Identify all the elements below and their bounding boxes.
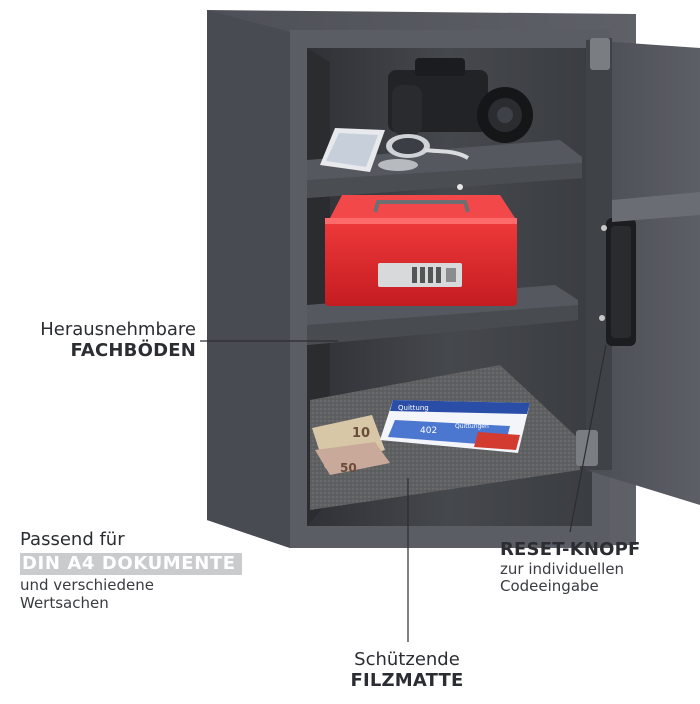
- label-shelves-line1: Herausnehmbare: [40, 319, 196, 340]
- banknote-value-top: 10: [352, 426, 370, 441]
- wristwatch: [378, 134, 470, 171]
- callout-line-reset: [569, 344, 607, 533]
- cash-box: [325, 195, 517, 306]
- label-din-highlight: DIN A4 DOKUMENTE: [20, 552, 242, 576]
- label-din-line4: Wertsachen: [20, 593, 109, 612]
- label-din-line1: Passend für: [20, 529, 125, 550]
- camera: [388, 58, 533, 143]
- banknotes: 10 50: [312, 415, 390, 475]
- label-din-a4: Passend für DIN A4 DOKUMENTE und verschi…: [20, 529, 242, 612]
- smartphone: [320, 128, 385, 172]
- label-removable-shelves: Herausnehmbare FACHBÖDEN: [14, 319, 196, 361]
- label-reset-line1: RESET-KNOPF: [500, 539, 641, 560]
- document-number: 402: [420, 426, 437, 436]
- safe-side: [207, 10, 290, 548]
- label-reset-button: RESET-KNOPF zur individuellen Codeeingab…: [500, 539, 641, 595]
- label-reset-line2: zur individuellen: [500, 559, 625, 578]
- label-reset-line3: Codeeingabe: [500, 576, 599, 595]
- door-hinge-top: [590, 38, 610, 70]
- label-felt-mat: Schützende FILZMATTE: [300, 649, 514, 691]
- safe-door: [576, 38, 700, 505]
- document-title: Quittungen: [455, 423, 489, 430]
- label-din-line3: und verschiedene: [20, 576, 155, 595]
- label-shelves-line2: FACHBÖDEN: [70, 339, 196, 361]
- receipt-document: Quittung 402 Quittungen: [380, 400, 530, 453]
- label-mat-line2: FILZMATTE: [350, 669, 464, 691]
- label-mat-line1: Schützende: [354, 649, 460, 670]
- door-hinge-bottom: [576, 430, 598, 466]
- document-brand: Quittung: [398, 404, 429, 412]
- banknote-value-bottom: 50: [340, 461, 357, 475]
